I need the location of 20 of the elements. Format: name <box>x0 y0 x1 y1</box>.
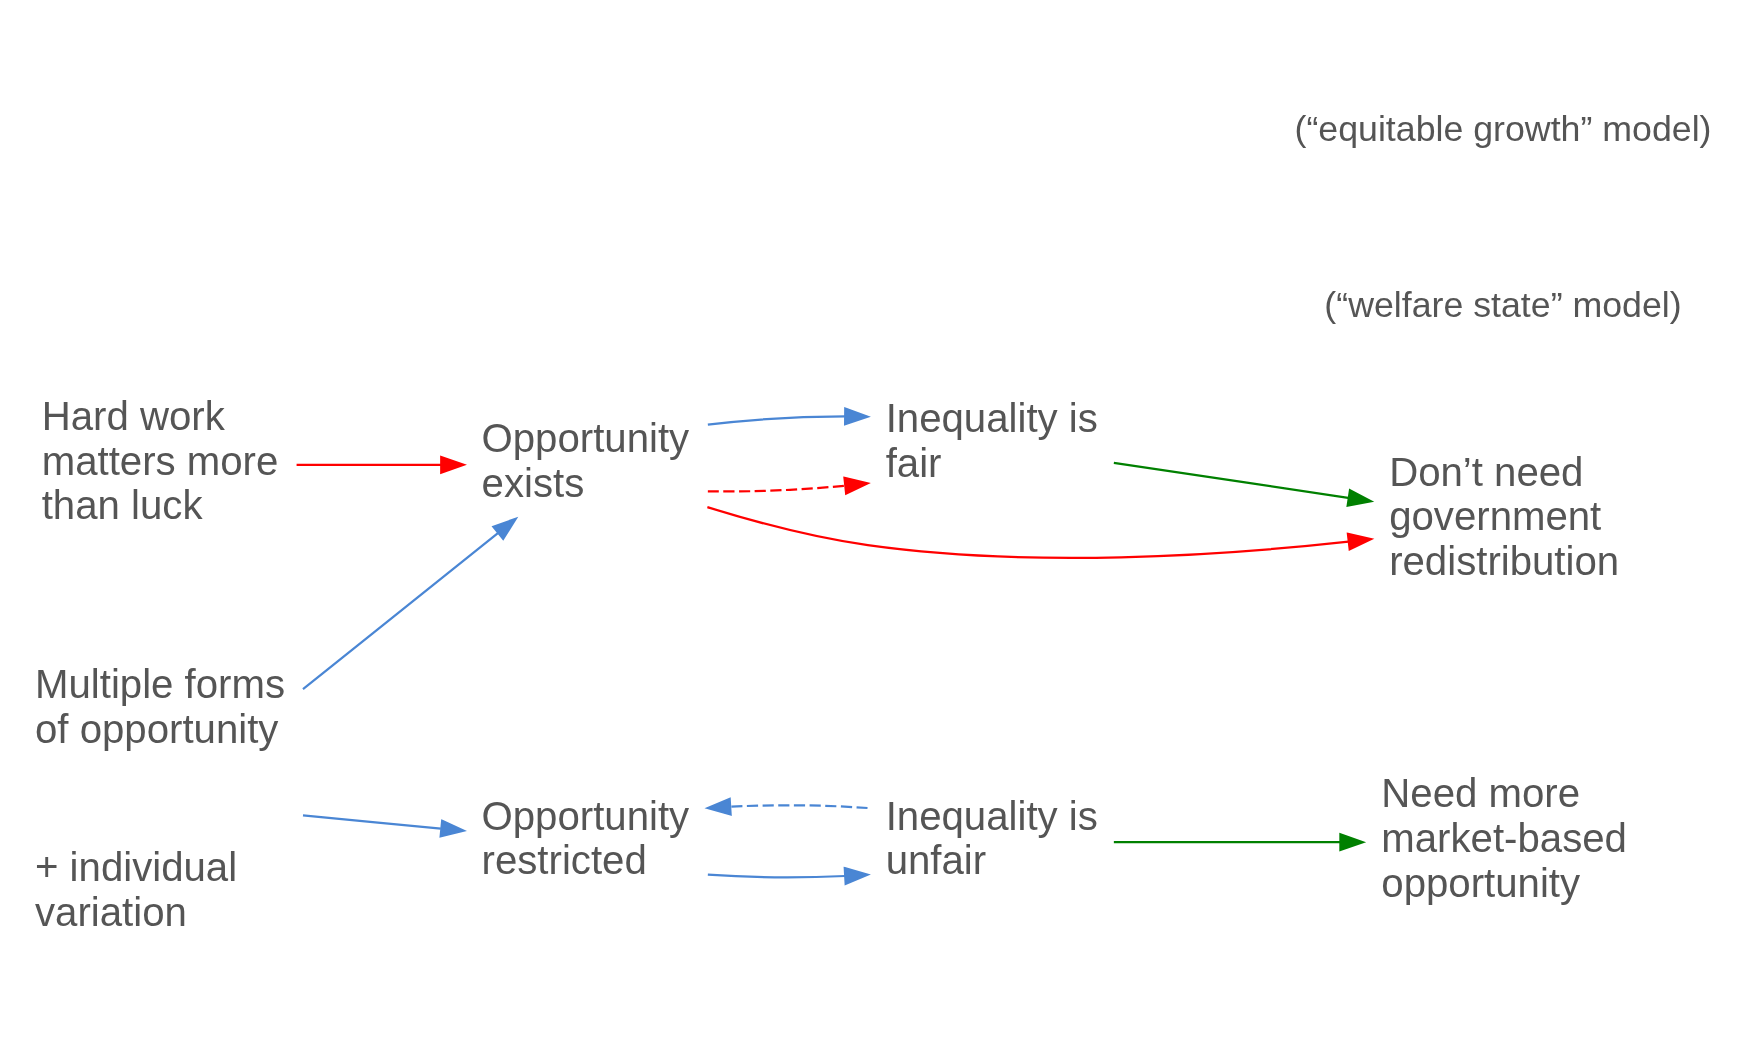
node-text: Opportunity restricted <box>481 793 690 884</box>
arrow <box>707 407 871 426</box>
label: (“welfare state” model) <box>1324 284 1682 325</box>
arrow <box>704 797 868 816</box>
arrow <box>302 516 519 691</box>
node-text: Need more market-based opportunity <box>1381 771 1627 906</box>
node-text: Hard work matters more than luck <box>41 393 279 529</box>
label: (“equitable growth” model) <box>1294 108 1712 149</box>
node-text: Don’t need government redistribution <box>1389 449 1620 585</box>
arrow <box>296 455 467 475</box>
arrow <box>1113 832 1367 852</box>
node-text: Inequality is unfair <box>885 793 1098 884</box>
node-text: Multiple forms of opportunity + individual variation <box>34 661 286 935</box>
arrow <box>302 814 467 838</box>
node-text: Inequality is fair <box>885 396 1098 486</box>
node-text: Opportunity exists <box>481 416 690 506</box>
arrow <box>1113 461 1375 507</box>
arrow <box>707 476 871 496</box>
arrow <box>707 506 1375 559</box>
arrow <box>707 866 871 886</box>
